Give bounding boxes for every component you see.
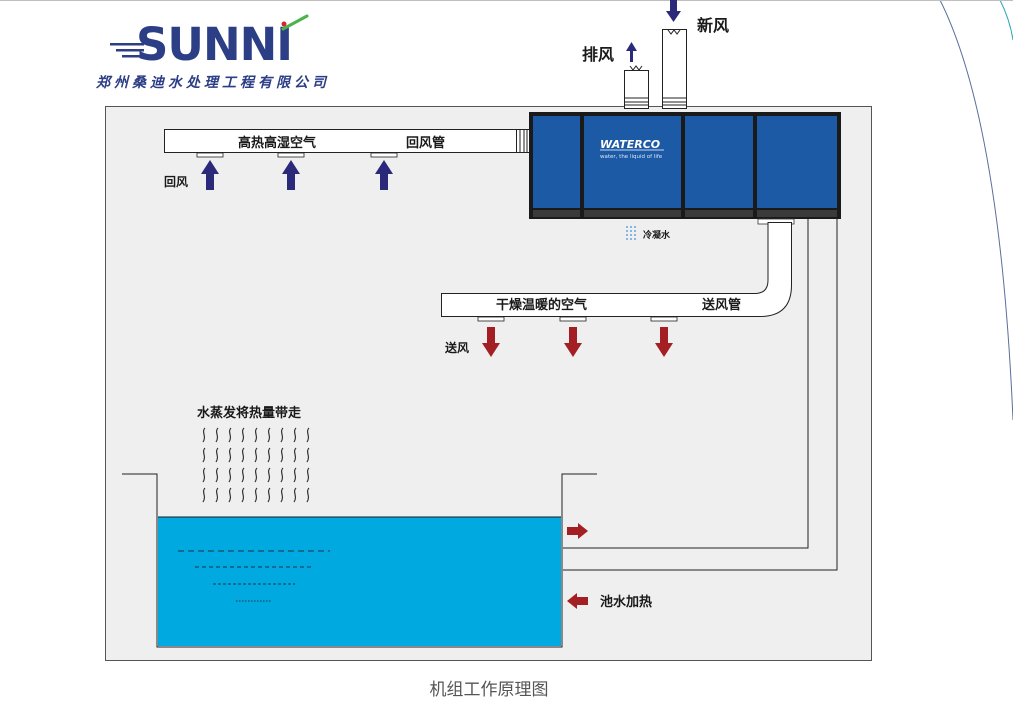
vapor-squiggle — [254, 487, 258, 503]
vapor-squiggle — [293, 467, 297, 483]
condensate-drops-icon — [626, 226, 636, 240]
fresh-air-label: 新风 — [697, 16, 729, 35]
supply-duct-air-label: 干燥温暖的空气 — [496, 297, 587, 313]
vapor-squiggle — [241, 487, 245, 503]
logo-dot-icon — [281, 21, 287, 27]
vapor-squiggle — [267, 427, 271, 443]
return-air-label: 回风 — [164, 175, 188, 189]
supply-duct-label: 送风管 — [701, 297, 741, 313]
dehumidifier-unit — [529, 112, 841, 225]
supply-diffusers — [477, 316, 678, 322]
condensate-label: 冷凝水 — [643, 229, 671, 241]
company-logo: SUNNI 郑州桑迪水处理工程有限公司 — [95, 14, 330, 91]
vapor-squiggle — [267, 487, 271, 503]
vapor-squiggle — [280, 427, 284, 443]
vapor-squiggle — [306, 487, 310, 503]
return-duct — [164, 129, 531, 158]
vapor-squiggle — [306, 447, 310, 463]
vapor-squiggle — [215, 467, 219, 483]
return-duct-air-label: 高热高湿空气 — [238, 135, 316, 151]
vapor-squiggle — [306, 427, 310, 443]
diagram-caption: 机组工作原理图 — [430, 680, 549, 700]
vapor-squiggle — [202, 487, 206, 503]
vapor-squiggle — [254, 447, 258, 463]
vapor-squiggle — [267, 467, 271, 483]
vapor-squiggle — [202, 427, 206, 443]
decorative-arc-teal — [999, 0, 1013, 41]
vapor-squiggle — [228, 487, 232, 503]
decorative-arc — [939, 0, 1013, 421]
vapor-squiggle — [267, 447, 271, 463]
exhaust-arrow-icon — [626, 42, 637, 62]
unit-slogan: water, the liquid of life — [600, 154, 663, 160]
logo-company: 郑州桑迪水处理工程有限公司 — [95, 74, 330, 91]
fresh-air-chimney — [662, 29, 687, 109]
evaporation-waves-icon — [202, 427, 310, 503]
vapor-squiggle — [293, 427, 297, 443]
vapor-squiggle — [215, 447, 219, 463]
vapor-squiggle — [228, 467, 232, 483]
vapor-squiggle — [202, 447, 206, 463]
return-duct-label: 回风管 — [406, 135, 445, 151]
logo-leaf-icon — [281, 14, 309, 31]
exhaust-chimney — [624, 65, 649, 109]
vapor-squiggle — [241, 467, 245, 483]
supply-air-label: 送风 — [444, 340, 469, 355]
unit-brand: WATERCO — [600, 138, 660, 151]
vapor-squiggle — [202, 467, 206, 483]
vapor-squiggle — [280, 487, 284, 503]
vapor-squiggle — [228, 427, 232, 443]
vapor-squiggle — [254, 467, 258, 483]
vapor-squiggle — [215, 427, 219, 443]
vapor-squiggle — [254, 427, 258, 443]
vapor-squiggle — [293, 447, 297, 463]
pool-outflow-arrow-icon — [567, 523, 588, 539]
evaporation-label: 水蒸发将热量带走 — [197, 405, 302, 421]
pool-heating-arrow-icon — [567, 593, 588, 609]
pool-heating-label: 池水加热 — [600, 594, 652, 610]
pool-heating-pipes — [563, 219, 838, 571]
vapor-squiggle — [215, 487, 219, 503]
logo-brand: SUNNI — [136, 18, 292, 71]
vapor-squiggle — [241, 447, 245, 463]
fresh-air-arrow-icon — [666, 0, 681, 22]
vapor-squiggle — [280, 447, 284, 463]
vapor-squiggle — [306, 467, 310, 483]
vapor-squiggle — [228, 447, 232, 463]
supply-duct — [441, 222, 792, 317]
vapor-squiggle — [241, 427, 245, 443]
vapor-squiggle — [280, 467, 284, 483]
swimming-pool — [122, 473, 597, 648]
exhaust-air-label: 排风 — [582, 45, 614, 64]
vapor-squiggle — [293, 487, 297, 503]
